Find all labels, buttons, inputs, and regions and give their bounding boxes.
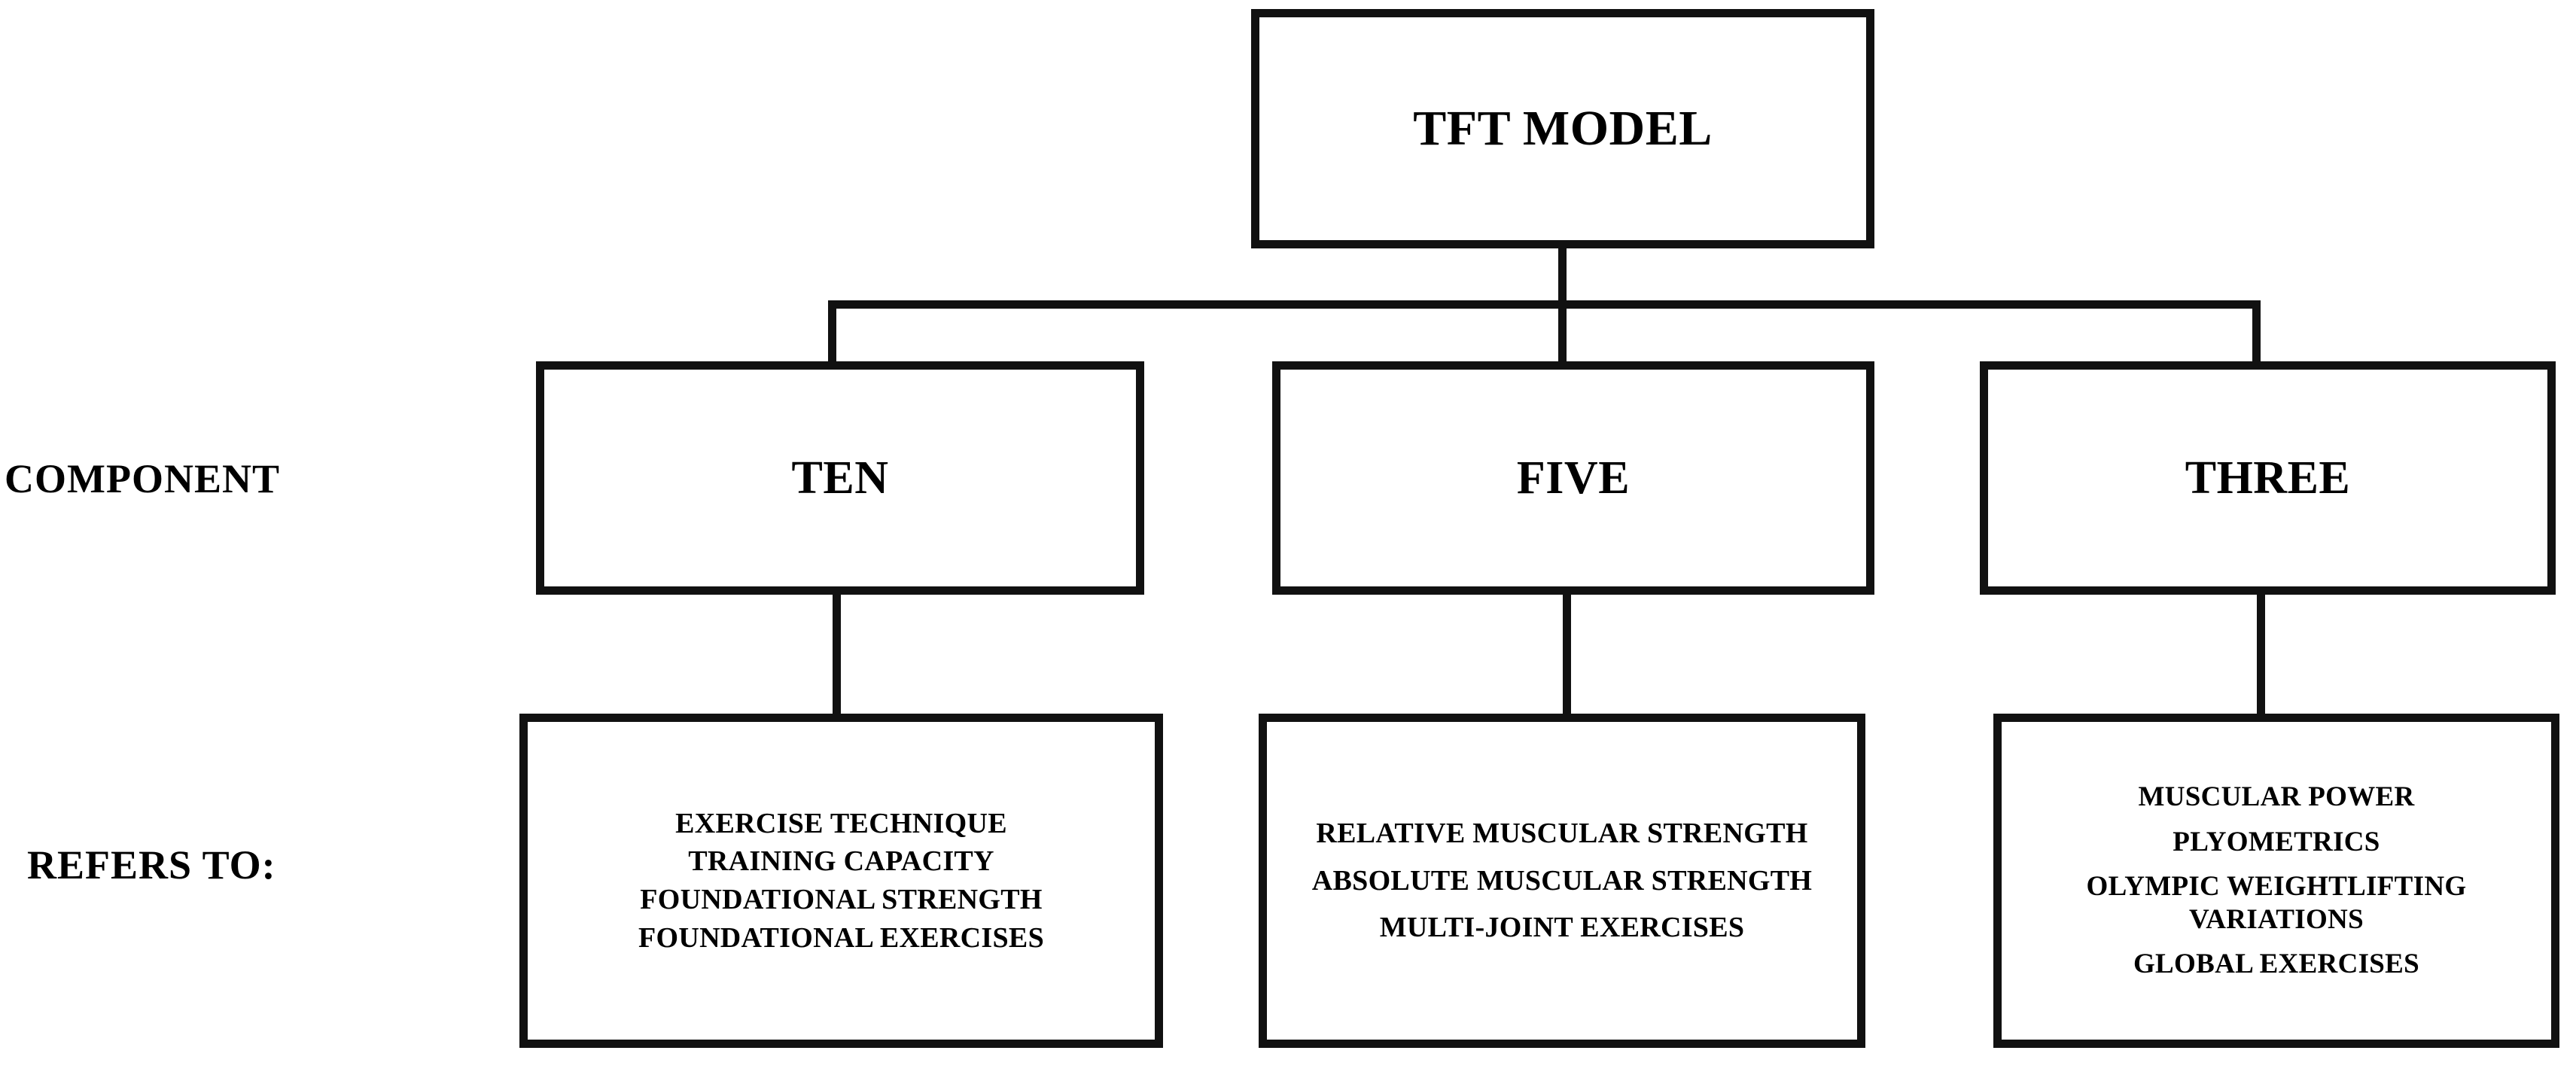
connector-root-stem (1558, 248, 1567, 309)
connector-horizontal-bus (828, 300, 2261, 309)
row-label-component: COMPONENT (5, 456, 280, 501)
detail-item: TRAINING CAPACITY (688, 845, 994, 878)
detail-item: MUSCULAR POWER (2138, 781, 2415, 812)
connector-bus-to-three (2252, 300, 2261, 364)
node-component-five[interactable]: FIVE (1272, 361, 1874, 595)
node-detail-five[interactable]: RELATIVE MUSCULAR STRENGTH ABSOLUTE MUSC… (1259, 714, 1865, 1048)
detail-item: OLYMPIC WEIGHTLIFTING VARIATIONS (2086, 871, 2467, 935)
detail-list-ten: EXERCISE TECHNIQUE TRAINING CAPACITY FOU… (544, 805, 1138, 958)
connector-bus-to-ten (828, 300, 836, 364)
detail-list-five: RELATIVE MUSCULAR STRENGTH ABSOLUTE MUSC… (1283, 816, 1841, 945)
node-component-three[interactable]: THREE (1980, 361, 2556, 595)
node-detail-three[interactable]: MUSCULAR POWER PLYOMETRICS OLYMPIC WEIGH… (1993, 714, 2559, 1048)
detail-item: RELATIVE MUSCULAR STRENGTH (1316, 817, 1808, 849)
node-component-ten-label: TEN (791, 452, 889, 504)
node-detail-ten[interactable]: EXERCISE TECHNIQUE TRAINING CAPACITY FOU… (519, 714, 1163, 1048)
node-tft-model-label: TFT MODEL (1413, 100, 1713, 156)
node-component-ten[interactable]: TEN (536, 361, 1144, 595)
detail-item: GLOBAL EXERCISES (2133, 948, 2420, 980)
row-label-refers-to: REFERS TO: (27, 842, 276, 888)
connector-three-to-detail (2257, 592, 2265, 717)
node-tft-model[interactable]: TFT MODEL (1251, 9, 1874, 248)
connector-ten-to-detail (833, 592, 841, 717)
detail-item: PLYOMETRICS (2173, 826, 2380, 857)
node-component-five-label: FIVE (1516, 452, 1631, 504)
detail-item: ABSOLUTE MUSCULAR STRENGTH (1311, 864, 1813, 897)
connector-bus-to-five (1558, 300, 1567, 364)
node-component-three-label: THREE (2185, 452, 2351, 504)
detail-item: MULTI-JOINT EXERCISES (1379, 912, 1745, 944)
detail-list-three: MUSCULAR POWER PLYOMETRICS OLYMPIC WEIGH… (2018, 780, 2535, 982)
detail-item: FOUNDATIONAL STRENGTH (640, 884, 1043, 915)
detail-item: EXERCISE TECHNIQUE (675, 807, 1007, 839)
connector-five-to-detail (1563, 592, 1571, 717)
detail-item: FOUNDATIONAL EXERCISES (638, 921, 1045, 954)
